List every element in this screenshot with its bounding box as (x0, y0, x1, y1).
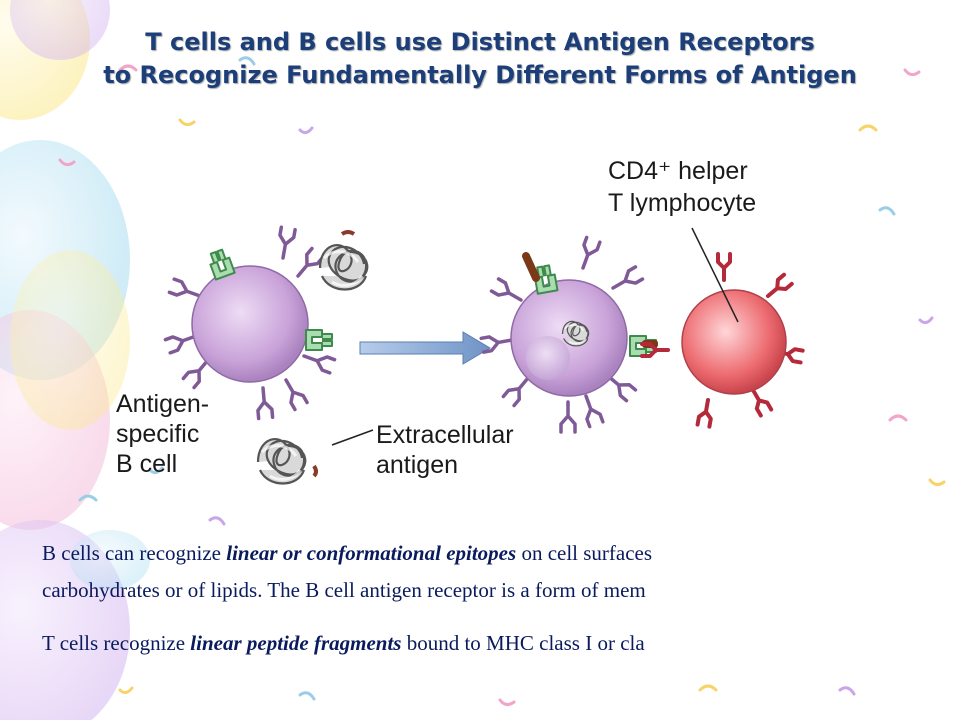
paragraph-t-cells: T cells recognize linear peptide fragmen… (42, 628, 960, 659)
p1-line1-start: B cells can recognize (42, 541, 227, 565)
confetti (58, 56, 946, 707)
p1-line1-emphasis: linear or conformational epitopes (226, 541, 517, 565)
antigen-recognition-figure: Antigen- specific B cell Extracellular a… (116, 157, 805, 485)
b-cell-nucleus (526, 336, 570, 380)
p2-start: T cells recognize (42, 631, 191, 655)
t-cell-body (681, 289, 787, 395)
p1-line1-end: on cell surfaces (516, 541, 653, 565)
paragraph-b-cells-line-2: carbohydrates or of lipids. The B cell a… (42, 578, 646, 602)
t-cell-leader-line (691, 227, 739, 323)
label-antigen-line-1: Extracellular (376, 421, 514, 449)
b-cell (163, 225, 337, 421)
slide-title-line-2: to Recognize Fundamentally Different For… (103, 61, 857, 89)
balloon-left-middle (0, 140, 130, 530)
b-cell-body (191, 265, 309, 383)
antigen-leader-line (331, 429, 374, 446)
paragraph-b-cells-line-1: B cells can recognize linear or conforma… (42, 538, 960, 569)
p2-emphasis: linear peptide fragments (190, 631, 402, 655)
slide-title-line-1: T cells and B cells use Distinct Antigen… (145, 28, 815, 56)
presenting-b-cell-body (510, 279, 628, 397)
label-t-cell: CD4⁺ helper T lymphocyte (608, 157, 756, 217)
label-b-cell-line-1: Antigen- (116, 390, 209, 418)
balloon-bottom-left (0, 520, 150, 720)
bound-antigen-fragment (522, 252, 540, 282)
label-antigen-line-2: antigen (376, 451, 458, 479)
antigen-blob-bottom (256, 437, 318, 485)
label-b-cell-line-2: specific (116, 420, 199, 448)
label-b-cell-line-3: B cell (116, 450, 177, 478)
t-cell (640, 252, 805, 429)
transition-arrow (359, 331, 491, 365)
label-t-cell-line-2: T lymphocyte (608, 189, 756, 217)
p2-end: bound to MHC class I or cla (401, 631, 645, 655)
label-antigen: Extracellular antigen (376, 421, 521, 479)
label-t-cell-line-1: CD4⁺ helper (608, 157, 748, 185)
slide-title: T cells and B cells use Distinct Antigen… (0, 26, 960, 92)
presenting-b-cell (479, 235, 658, 434)
antigen-blob-top (318, 230, 369, 291)
label-b-cell: Antigen- specific B cell (116, 390, 216, 478)
balloon-top-left (0, 0, 110, 120)
